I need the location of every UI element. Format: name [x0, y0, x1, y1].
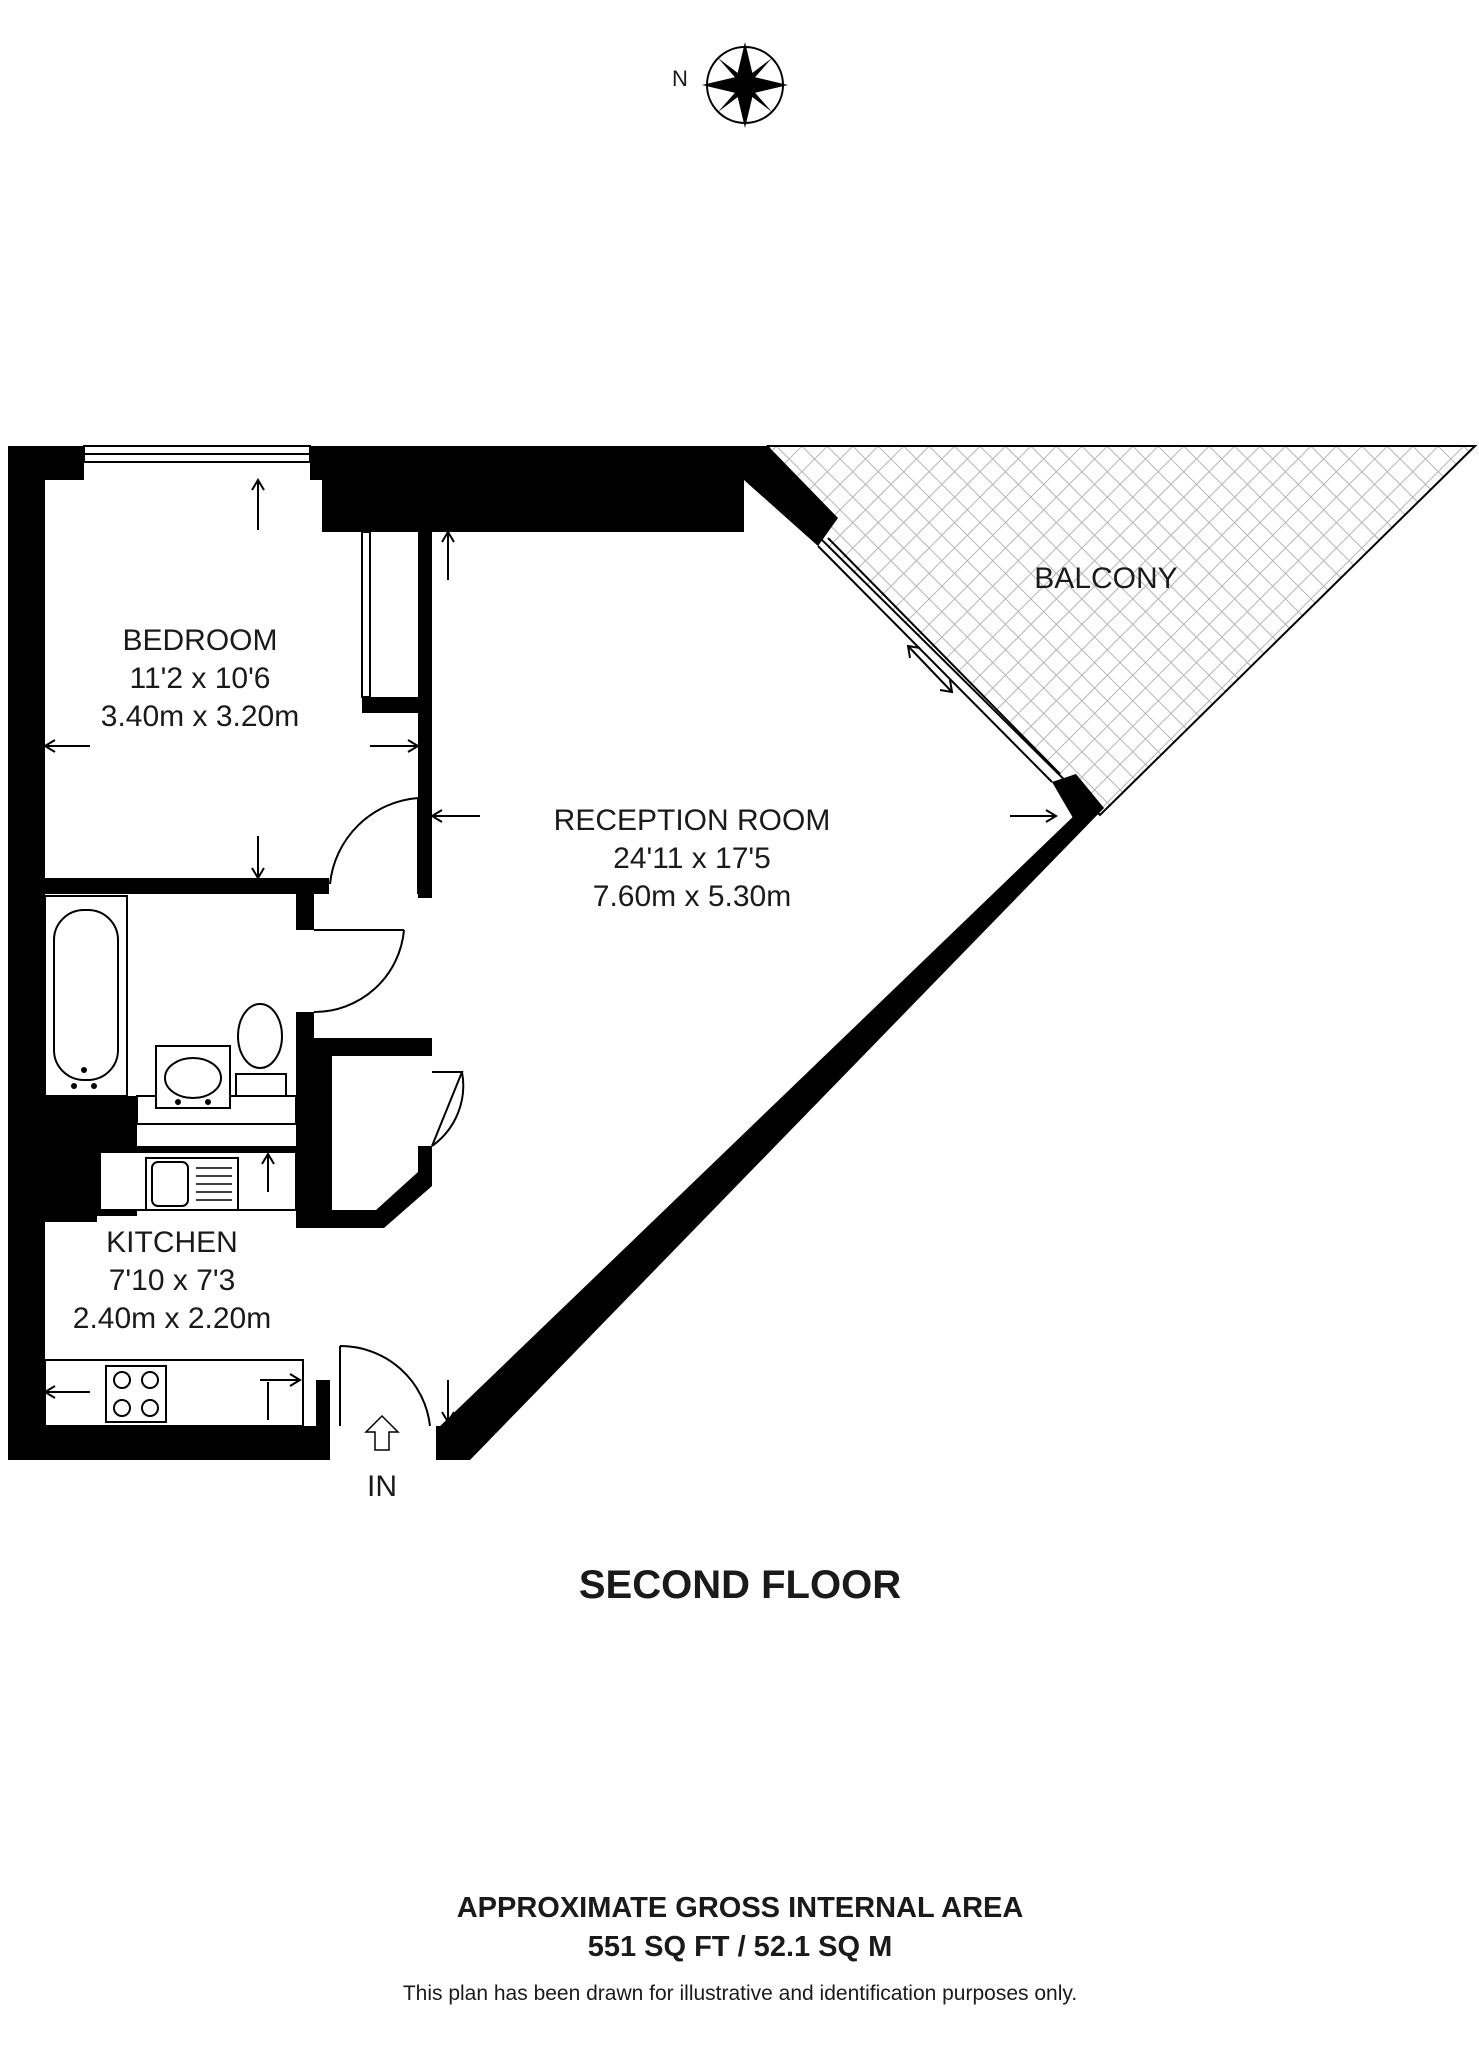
- kitchen-sink-icon: [99, 1151, 297, 1211]
- reception-metric: 7.60m x 5.30m: [593, 880, 791, 913]
- bathtub-icon: [44, 895, 128, 1097]
- floor-title: SECOND FLOOR: [579, 1563, 901, 1607]
- compass-north-label: N: [672, 66, 688, 91]
- bedroom-metric: 3.40m x 3.20m: [101, 700, 299, 733]
- area-heading: APPROXIMATE GROSS INTERNAL AREA: [457, 1892, 1024, 1924]
- dimension-arrows: [43, 478, 1058, 1424]
- kitchen-imperial: 7'10 x 7'3: [109, 1264, 236, 1297]
- area-value: 551 SQ FT / 52.1 SQ M: [588, 1931, 893, 1963]
- kitchen-name: KITCHEN: [106, 1226, 238, 1259]
- bedroom-imperial: 11'2 x 10'6: [129, 662, 270, 695]
- room-labels: BEDROOM 11'2 x 10'6 3.40m x 3.20m RECEPT…: [73, 562, 1178, 1503]
- reception-name: RECEPTION ROOM: [554, 804, 831, 837]
- toilet-icon: [235, 1003, 287, 1097]
- balcony-name: BALCONY: [1034, 562, 1177, 595]
- entrance-arrow-icon: [364, 1414, 400, 1451]
- disclaimer-text: This plan has been drawn for illustrativ…: [403, 1982, 1077, 2005]
- doors: [313, 797, 465, 1427]
- bedroom-name: BEDROOM: [122, 624, 277, 657]
- basin-icon: [155, 1045, 231, 1109]
- balcony-area: [766, 445, 1478, 817]
- reception-imperial: 24'11 x 17'5: [613, 842, 771, 875]
- entrance-label: IN: [367, 1470, 397, 1503]
- kitchen-metric: 2.40m x 2.20m: [73, 1302, 271, 1335]
- walls: [8, 445, 1104, 1460]
- compass-rose-icon: [702, 42, 788, 128]
